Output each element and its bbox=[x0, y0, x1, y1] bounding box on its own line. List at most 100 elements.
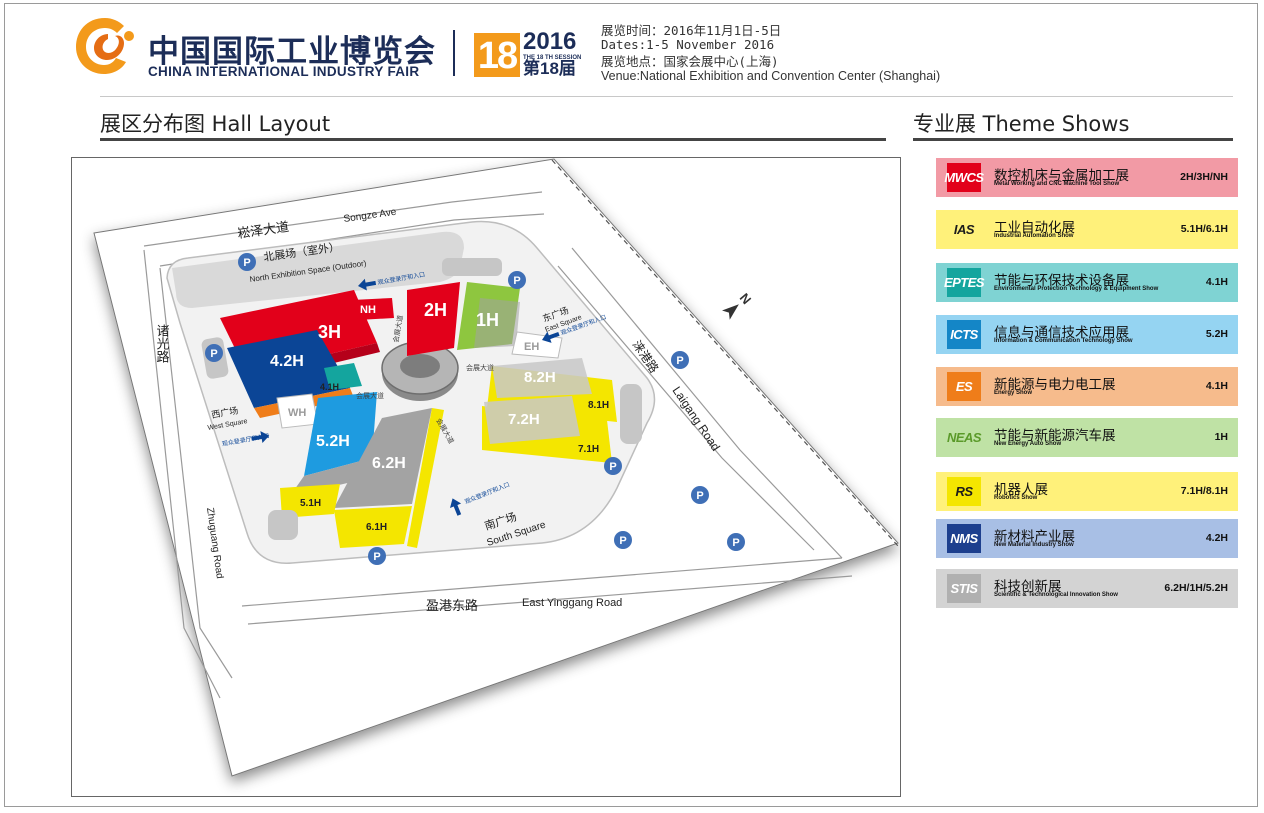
theme-name-en: Scientific & Technological Innovation Sh… bbox=[994, 592, 1118, 598]
hall-8-2h bbox=[492, 358, 592, 398]
hall-labels: 3H 4.2H NH 2H 1H 5.2H 6.2H 8.2H 7.2H bbox=[270, 300, 556, 472]
theme-halls: 6.2H/1H/5.2H bbox=[1164, 582, 1228, 594]
parking-icon-south-b: P bbox=[614, 531, 632, 549]
parking-icon-east-c: P bbox=[691, 486, 709, 504]
theme-halls: 4.1H bbox=[1205, 276, 1228, 288]
theme-name-cn: 机器人展 bbox=[994, 482, 1048, 498]
label-5-1h: 5.1H bbox=[300, 498, 321, 509]
svg-text:P: P bbox=[619, 535, 626, 547]
road-south-en: East Yinggang Road bbox=[522, 597, 622, 609]
parking-icon-north: P bbox=[238, 253, 256, 271]
theme-logo-icon: ES bbox=[947, 372, 981, 401]
theme-row: MWCS 数控机床与金属加工展 Metal Working and CNC Ma… bbox=[936, 158, 1238, 197]
theme-logo-icon: STIS bbox=[947, 574, 981, 603]
session-badge bbox=[474, 33, 520, 77]
label-6-1h: 6.1H bbox=[366, 522, 387, 533]
svg-text:P: P bbox=[732, 537, 739, 549]
theme-name-en: Information & Communication Technology S… bbox=[994, 338, 1133, 344]
theme-logo-icon: MWCS bbox=[944, 163, 984, 192]
svg-text:P: P bbox=[676, 355, 683, 367]
west-square-cn: 西广场 bbox=[210, 404, 239, 420]
theme-row: ES 新能源与电力电工展 Energy Show 4.1H bbox=[936, 367, 1238, 406]
hall-labels-light: EH WH bbox=[288, 341, 539, 419]
theme-name-cn: 节能与新能源汽车展 bbox=[994, 428, 1116, 444]
parking-icon-west: P bbox=[205, 344, 223, 362]
map-roads bbox=[143, 191, 853, 699]
hall-5-2h bbox=[304, 392, 377, 476]
north-arrow-label: N bbox=[737, 290, 755, 307]
theme-logo-icon: EPTES bbox=[944, 268, 985, 297]
theme-halls: 2H/3H/NH bbox=[1180, 171, 1228, 183]
page-frame bbox=[4, 3, 1258, 807]
theme-row: RS 机器人展 Robotics Show 7.1H/8.1H bbox=[936, 472, 1238, 511]
label-7-1h: 7.1H bbox=[578, 444, 599, 455]
theme-shows-title: 专业展 Theme Shows bbox=[913, 112, 1130, 136]
theme-row: STIS 科技创新展 Scientific & Technological In… bbox=[936, 569, 1238, 608]
central-avenue-west: 会展大道 bbox=[356, 391, 384, 400]
road-west-cn: 诸光路 bbox=[155, 324, 170, 363]
svg-text:P: P bbox=[696, 490, 703, 502]
hall-layout-underline bbox=[100, 138, 886, 141]
north-exhibition-space bbox=[172, 231, 464, 308]
label-2h: 2H bbox=[424, 300, 447, 320]
label-wh: WH bbox=[288, 407, 306, 419]
theme-row: NEAS 节能与新能源汽车展 New Energy Auto Show 1H bbox=[936, 418, 1238, 457]
theme-halls: 1H bbox=[1214, 431, 1228, 443]
hall-1h-gray bbox=[474, 298, 520, 348]
central-ring-hole bbox=[400, 354, 440, 378]
theme-name-en: Metal Working and CNC Machine Tool Show bbox=[994, 181, 1120, 187]
hall-layout-map: 3H 4.2H NH 2H 1H 5.2H 6.2H 8.2H 7.2H 4.1… bbox=[71, 157, 901, 797]
header-divider bbox=[453, 30, 455, 76]
label-1h: 1H bbox=[476, 310, 499, 330]
theme-row: NMS 新材料产业展 New Material Industry Show 4.… bbox=[936, 519, 1238, 558]
session-chinese: 第18届 bbox=[523, 59, 576, 78]
hall-4-1h-teal bbox=[324, 363, 362, 390]
central-avenue-east: 会展大道 bbox=[466, 363, 494, 372]
theme-row: EPTES 节能与环保技术设备展 Environmental Protectio… bbox=[936, 263, 1238, 302]
svg-text:P: P bbox=[210, 348, 217, 360]
north-arrow-icon: N bbox=[722, 290, 755, 320]
theme-logo-icon: RS bbox=[947, 477, 981, 506]
road-south-cn: 盈港东路 bbox=[426, 598, 478, 613]
theme-name-cn: 科技创新展 bbox=[994, 579, 1062, 595]
hall-4-2h bbox=[227, 330, 350, 408]
theme-name-en: Energy Show bbox=[994, 390, 1033, 396]
theme-halls: 4.1H bbox=[1205, 380, 1228, 392]
exhibition-date-en: Dates:1-5 November 2016 bbox=[601, 37, 775, 52]
north-building bbox=[442, 258, 502, 276]
header-rule bbox=[100, 96, 1233, 97]
theme-name-cn: 数控机床与金属加工展 bbox=[994, 168, 1129, 184]
hall-nh bbox=[352, 298, 394, 320]
theme-name-en: New Material Industry Show bbox=[994, 542, 1074, 548]
hall-6-1h bbox=[334, 506, 412, 548]
theme-halls: 4.2H bbox=[1205, 532, 1228, 544]
hall-6-1h-side bbox=[407, 408, 444, 548]
hall-5-1h bbox=[280, 484, 340, 518]
label-7-2h: 7.2H bbox=[508, 411, 540, 428]
theme-logo-icon: NEAS bbox=[947, 423, 982, 452]
parking-icons: P P P P P P P P P bbox=[205, 253, 745, 565]
label-8-2h: 8.2H bbox=[524, 369, 556, 386]
theme-name-en: Industrial Automation Show bbox=[994, 233, 1074, 239]
east-building-a bbox=[620, 384, 642, 444]
parking-icon-northeast: P bbox=[508, 271, 526, 289]
cifi-logo-icon bbox=[76, 18, 134, 74]
parking-icon-south-a: P bbox=[368, 547, 386, 565]
hall-layout-title: 展区分布图 Hall Layout bbox=[100, 112, 331, 136]
exhibition-venue-en: Venue:National Exhibition and Convention… bbox=[601, 69, 941, 83]
label-4-2h: 4.2H bbox=[270, 353, 304, 370]
label-8-1h: 8.1H bbox=[588, 400, 609, 411]
label-6-2h: 6.2H bbox=[372, 455, 406, 472]
theme-name-cn: 节能与环保技术设备展 bbox=[994, 273, 1129, 289]
logo-english-name: CHINA INTERNATIONAL INDUSTRY FAIR bbox=[148, 64, 420, 79]
theme-name-en: Environmental Protection Technology & Eq… bbox=[994, 286, 1159, 292]
parking-icon-east-b: P bbox=[604, 457, 622, 475]
hall-labels-dark: 4.1H 8.1H 7.1H 5.1H 6.1H bbox=[300, 382, 609, 533]
label-3h: 3H bbox=[318, 322, 341, 342]
session-year: 2016 bbox=[523, 28, 577, 55]
theme-logo-icon: NMS bbox=[947, 524, 981, 553]
svg-text:P: P bbox=[513, 275, 520, 287]
hall-2h bbox=[407, 282, 460, 356]
theme-logo-icon: IAS bbox=[947, 215, 981, 244]
session-english: THE 18 TH SESSION bbox=[523, 55, 582, 61]
